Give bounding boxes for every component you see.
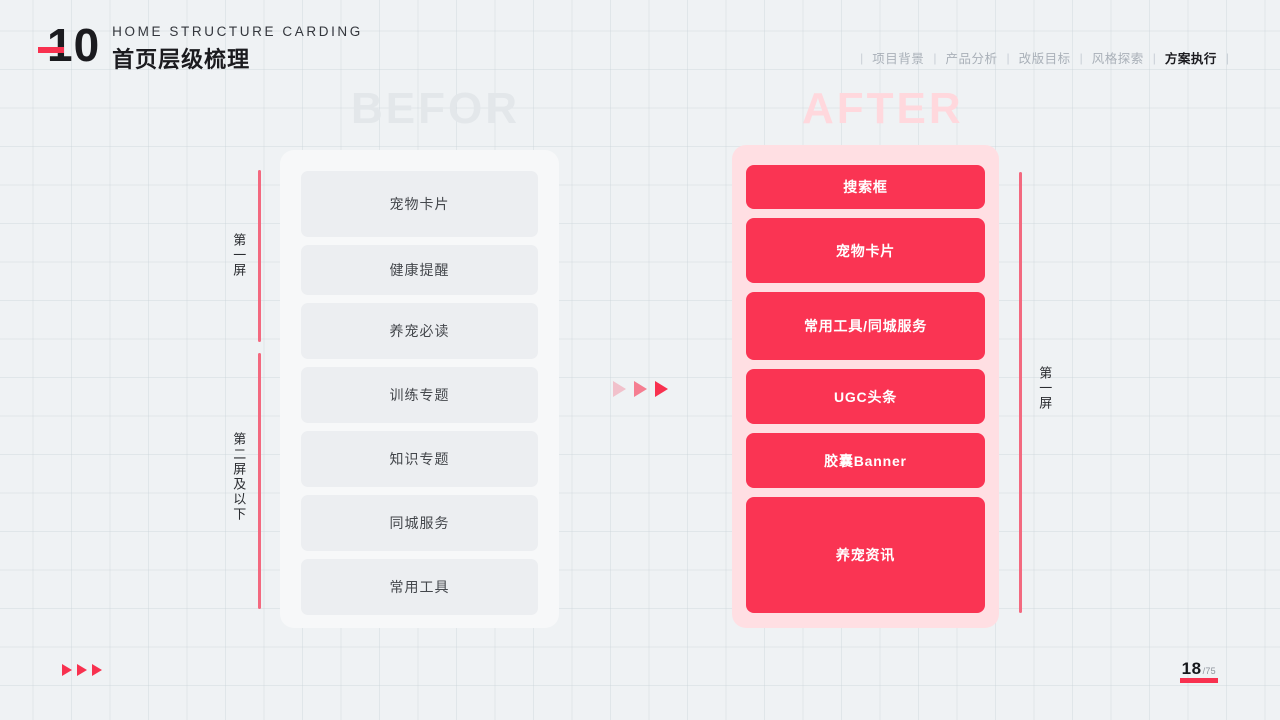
before-card-label: 常用工具 (389, 579, 450, 595)
section-nav[interactable]: | 项目背景 | 产品分析 | 改版目标 | 风格探索 | 方案执行 | (851, 48, 1238, 67)
before-card: 训练专题 (301, 367, 538, 423)
before-card-list: 宠物卡片健康提醒养宠必读训练专题知识专题同城服务常用工具 (301, 171, 538, 615)
after-card-label: 常用工具/同城服务 (803, 318, 928, 334)
nav-separator: | (1152, 50, 1156, 65)
after-card: 搜索框 (746, 165, 985, 209)
nav-separator: | (1006, 50, 1010, 65)
footer-arrows (62, 664, 102, 676)
footer-arrow-icon (77, 664, 87, 676)
logo-accent-bar (38, 47, 64, 53)
before-card-label: 健康提醒 (389, 262, 450, 278)
after-card: 养宠资讯 (746, 497, 985, 613)
before-label-second-screen: 第二屏及以下 (231, 432, 247, 522)
before-rail-first-screen (258, 170, 261, 342)
before-heading: BEFOR (351, 84, 520, 133)
nav-item-1[interactable]: 项目背景 (872, 52, 925, 66)
nav-item-2[interactable]: 产品分析 (945, 52, 998, 66)
nav-item-3[interactable]: 改版目标 (1018, 52, 1071, 66)
before-card: 养宠必读 (301, 303, 538, 359)
before-card-label: 养宠必读 (389, 323, 450, 339)
nav-separator: | (933, 50, 937, 65)
nav-separator: | (860, 50, 864, 65)
before-card: 常用工具 (301, 559, 538, 615)
nav-separator: | (1225, 50, 1229, 65)
after-rail-first-screen (1019, 172, 1022, 613)
nav-separator: | (1079, 50, 1083, 65)
transition-arrow-icon (655, 381, 668, 397)
slide-number-logo: 10 HOME STRUCTURE CARDING 首页层级梳理 (38, 19, 363, 74)
title-block: HOME STRUCTURE CARDING 首页层级梳理 (112, 20, 363, 74)
title-chinese: 首页层级梳理 (112, 47, 251, 72)
after-card-label: 搜索框 (843, 179, 888, 195)
title-english: HOME STRUCTURE CARDING (112, 24, 363, 39)
after-card: 宠物卡片 (746, 218, 985, 283)
after-label-first-screen: 第一屏 (1037, 366, 1053, 411)
before-card: 宠物卡片 (301, 171, 538, 237)
after-card-label: 养宠资讯 (835, 547, 896, 563)
page-underline (1179, 678, 1218, 683)
after-card-list: 搜索框宠物卡片常用工具/同城服务 UGC头条胶囊Banner 养宠资讯 (746, 165, 985, 613)
before-card: 健康提醒 (301, 245, 538, 295)
before-card-label: 同城服务 (389, 515, 450, 531)
before-card: 知识专题 (301, 431, 538, 487)
after-card-label: 宠物卡片 (835, 242, 896, 259)
before-card: 同城服务 (301, 495, 538, 551)
nav-item-4[interactable]: 风格探索 (1091, 52, 1144, 66)
before-card-label: 训练专题 (389, 387, 450, 403)
footer-arrow-icon (92, 664, 102, 676)
after-card-label: 胶囊Banner (824, 452, 907, 469)
nav-item-5[interactable]: 方案执行 (1164, 52, 1217, 66)
page-indicator: 18/75 (1179, 659, 1218, 683)
before-label-first-screen: 第一屏 (231, 233, 247, 278)
after-card: UGC头条 (746, 369, 985, 424)
before-rail-second-screen (258, 353, 261, 609)
before-card-label: 宠物卡片 (389, 196, 450, 212)
after-card-label: UGC头条 (833, 388, 898, 405)
after-heading: AFTER (802, 84, 964, 133)
page-indicator-inner: 18/75 (1179, 659, 1218, 683)
after-card: 胶囊Banner (746, 433, 985, 488)
page-total: /75 (1202, 666, 1216, 676)
footer-arrow-icon (62, 664, 72, 676)
transition-arrow-icon (613, 381, 626, 397)
transition-arrow-icon (634, 381, 647, 397)
before-card-label: 知识专题 (389, 451, 450, 467)
slide-number: 10 (47, 19, 101, 71)
page-header: 10 HOME STRUCTURE CARDING 首页层级梳理 | 项目背景 | 产… (0, 0, 1280, 86)
after-card: 常用工具/同城服务 (746, 292, 985, 360)
page-current: 18 (1181, 659, 1202, 678)
transition-arrows (613, 381, 668, 397)
